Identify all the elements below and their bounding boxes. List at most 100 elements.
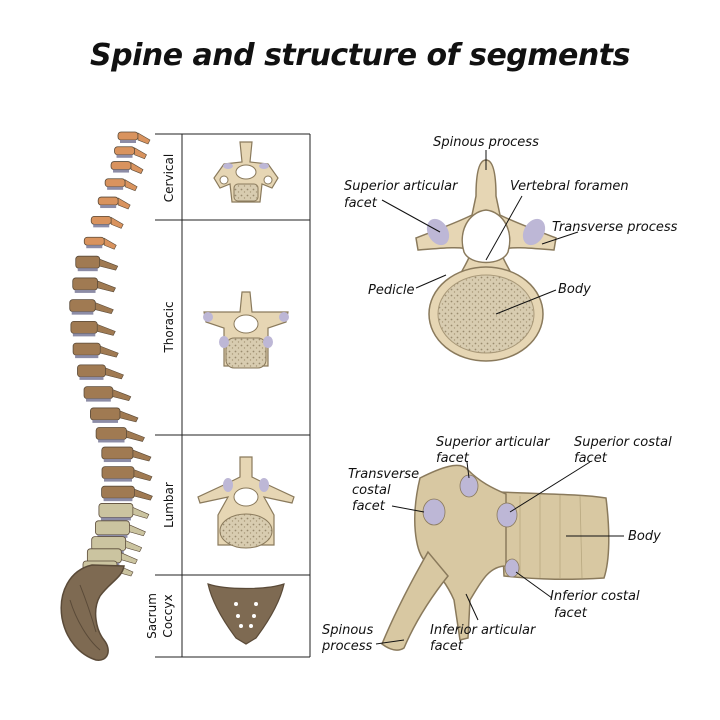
intervertebral-disc	[116, 154, 133, 158]
vertebra-body	[70, 320, 98, 334]
intervertebral-disc	[79, 376, 104, 380]
segment-table: Cervical Thoracic Lumbar Sacrum Coccyx	[145, 133, 311, 658]
intervertebral-disc	[100, 517, 131, 521]
side-superior-articular-label-2: facet	[436, 451, 470, 466]
vertebra-side-view	[381, 464, 610, 651]
vertebra-body	[95, 520, 130, 536]
vertebra-process	[125, 540, 143, 553]
vertebra-body	[110, 161, 132, 170]
page-title: Spine and structure of segments	[90, 38, 630, 73]
vertebra-process	[105, 367, 124, 380]
intervertebral-disc	[98, 439, 125, 443]
inferior-costal-facet-label-1: Inferior costal	[550, 589, 640, 604]
sacrum-label: Sacrum	[145, 593, 159, 639]
transverse-costal-facet-label-1: Transverse	[348, 467, 419, 482]
inferior-articular-facet-label-2: facet	[430, 639, 464, 654]
vertebra-body	[114, 146, 135, 156]
pedicle-label: Pedicle	[368, 283, 414, 298]
intervertebral-disc	[120, 140, 136, 143]
spinous-process-side-label-2: process	[321, 639, 372, 654]
intervertebral-disc	[77, 268, 98, 272]
transverse-process-label: Transverse process	[552, 220, 678, 235]
vertebra-body	[101, 466, 135, 480]
vertebra-process	[97, 280, 116, 293]
superior-costal-facet-label-1: Superior costal	[574, 435, 672, 450]
side-view-leaders	[375, 461, 624, 645]
superior-articular-facet-label-1: Superior articular	[344, 179, 459, 194]
vertebra-body	[95, 427, 127, 440]
spinous-process-label: Spinous process	[433, 135, 539, 150]
inferior-articular-facet-label-1: Inferior articular	[430, 623, 537, 638]
vertebra-body	[117, 131, 139, 141]
lumbar-label: Lumbar	[162, 482, 176, 528]
intervertebral-disc	[103, 498, 133, 502]
intervertebral-disc	[107, 186, 124, 190]
vertebra-body	[98, 503, 134, 518]
cervical-vertebra-image	[213, 141, 279, 203]
vertebra-body	[90, 407, 121, 421]
body-label-top: Body	[558, 282, 591, 297]
vertebra-process	[133, 469, 153, 481]
coccyx-label: Coccyx	[161, 594, 175, 637]
vertebra-body	[101, 485, 135, 499]
vertebra-process	[99, 258, 119, 271]
vertebra-top-view	[415, 159, 557, 362]
vertebra-body	[104, 178, 126, 188]
intervertebral-disc	[72, 333, 96, 337]
vertebra-body	[83, 386, 114, 400]
intervertebral-disc	[103, 459, 131, 463]
intervertebral-disc	[75, 355, 99, 359]
vertebra-process	[95, 302, 114, 315]
vertebra-process	[130, 162, 144, 174]
vertebra-process	[126, 430, 145, 442]
transverse-costal-facet-label-2: costal	[352, 483, 391, 498]
transverse-costal-facet-label-3: facet	[352, 499, 386, 514]
vertebra-process	[124, 179, 138, 192]
intervertebral-disc	[100, 205, 117, 209]
vertebra-body	[97, 196, 119, 206]
vertebra-body	[75, 255, 101, 269]
lumbar-vertebra-image	[197, 456, 295, 549]
intervertebral-disc	[86, 398, 111, 402]
sacrum-image	[207, 583, 285, 645]
vertebra-body	[77, 364, 106, 378]
vertebra-process	[103, 237, 117, 250]
cervical-label: Cervical	[162, 154, 176, 202]
thoracic-label: Thoracic	[162, 301, 176, 353]
vertebra-process	[121, 552, 138, 565]
intervertebral-disc	[93, 224, 110, 228]
spine-column	[60, 131, 153, 661]
vertebra-process	[134, 147, 147, 160]
vertebra-process	[132, 506, 150, 519]
intervertebral-disc	[74, 289, 96, 293]
inferior-costal-facet-label-2: facet	[554, 606, 588, 621]
spinous-process-side-label-1: Spinous	[322, 623, 374, 638]
vertebra-body	[72, 342, 101, 356]
vertebra-process	[110, 216, 124, 229]
vertebra-process	[132, 449, 152, 462]
vertebra-process	[96, 323, 116, 336]
vertebra-process	[129, 524, 146, 537]
vertebra-body	[101, 446, 134, 460]
vertebral-foramen-label: Vertebral foramen	[510, 179, 629, 194]
intervertebral-disc	[113, 169, 130, 173]
vertebra-body	[69, 299, 96, 313]
vertebra-process	[137, 132, 151, 145]
top-view-leaders	[381, 150, 579, 315]
vertebra-process	[112, 389, 132, 401]
intervertebral-disc	[71, 311, 94, 315]
thoracic-vertebra-image	[203, 291, 289, 369]
vertebra-body	[72, 277, 98, 291]
intervertebral-disc	[86, 245, 103, 249]
vertebra-body	[83, 236, 105, 246]
vertebra-process	[119, 410, 139, 423]
vertebra-process	[99, 345, 119, 358]
side-superior-articular-label-1: Superior articular	[436, 435, 551, 450]
superior-costal-facet-label-2: facet	[574, 451, 608, 466]
intervertebral-disc	[104, 478, 132, 482]
vertebra-process	[134, 488, 153, 501]
body-label-side: Body	[628, 529, 661, 544]
sacrum-shape	[60, 564, 125, 661]
intervertebral-disc	[92, 419, 119, 423]
